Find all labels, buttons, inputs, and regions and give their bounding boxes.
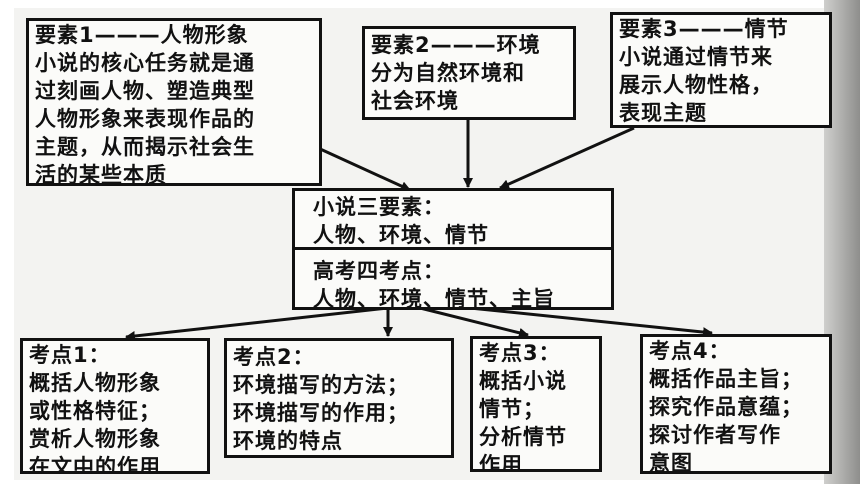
three-elements-heading: 小说三要素： <box>313 195 445 219</box>
point2-line-1: 考点2： <box>233 345 315 369</box>
point1-line-4: 赏析人物形象 <box>29 427 161 451</box>
four-points-heading: 高考四考点： <box>313 259 445 283</box>
point3-line-1: 考点3： <box>479 341 561 365</box>
point2-box: 考点2： 环境描写的方法； 环境描写的作用； 环境的特点 <box>224 338 454 458</box>
arrow-element3-to-center <box>499 126 635 190</box>
point2-line-4: 环境的特点 <box>233 429 343 453</box>
four-points-list: 人物、环境、情节、主旨 <box>313 287 555 310</box>
three-elements-list: 人物、环境、情节 <box>313 223 489 247</box>
element1-line-4: 人物形象来表现作品的 <box>35 107 255 131</box>
arrow-center-to-point1 <box>125 306 389 341</box>
element3-line-4: 表现主题 <box>619 101 707 125</box>
point3-line-2: 概括小说 <box>479 369 567 393</box>
element1-line-3: 过刻画人物、塑造典型 <box>35 79 255 103</box>
element2-line-3: 社会环境 <box>371 89 459 113</box>
arrow-center-to-point4 <box>469 306 713 338</box>
point4-line-1: 考点4： <box>649 339 731 363</box>
element3-box: 要素3———情节 小说通过情节来 展示人物性格， 表现主题 <box>610 12 832 128</box>
point3-line-5: 作用 <box>479 453 523 472</box>
arrow-element1-to-center <box>317 146 411 192</box>
center-box-divider <box>295 247 611 250</box>
point1-line-1: 考点1： <box>29 343 111 367</box>
point4-line-5: 意图 <box>649 451 693 474</box>
element2-line-2: 分为自然环境和 <box>371 61 525 85</box>
element1-line-2: 小说的核心任务就是通 <box>35 51 255 75</box>
arrow-center-to-point3 <box>419 306 529 338</box>
element1-line-5: 主题，从而揭示社会生 <box>35 135 255 159</box>
point1-line-2: 概括人物形象 <box>29 371 161 395</box>
element1-line-1: 要素1———人物形象 <box>35 23 249 47</box>
element3-line-2: 小说通过情节来 <box>619 45 773 69</box>
element3-line-1: 要素3———情节 <box>619 17 789 41</box>
element3-line-3: 展示人物性格， <box>619 73 773 97</box>
point4-line-3: 探究作品意蕴； <box>649 395 803 419</box>
point2-line-3: 环境描写的作用； <box>233 401 409 425</box>
point3-line-4: 分析情节 <box>479 425 567 449</box>
point4-line-2: 概括作品主旨； <box>649 367 803 391</box>
point3-line-3: 情节； <box>479 397 545 421</box>
point2-line-2: 环境描写的方法； <box>233 373 409 397</box>
element1-box: 要素1———人物形象 小说的核心任务就是通 过刻画人物、塑造典型 人物形象来表现… <box>26 18 322 186</box>
point1-box: 考点1： 概括人物形象 或性格特征； 赏析人物形象 在文中的作用 <box>20 338 210 474</box>
element2-line-1: 要素2———环境 <box>371 33 541 57</box>
element1-line-6: 活的某些本质 <box>35 163 167 186</box>
point4-box: 考点4： 概括作品主旨； 探究作品意蕴； 探讨作者写作 意图 <box>640 334 832 474</box>
point1-line-3: 或性格特征； <box>29 399 161 423</box>
point1-line-5: 在文中的作用 <box>29 455 161 474</box>
element2-box: 要素2———环境 分为自然环境和 社会环境 <box>362 26 576 120</box>
point3-box: 考点3： 概括小说 情节； 分析情节 作用 <box>470 336 602 472</box>
point4-line-4: 探讨作者写作 <box>649 423 781 447</box>
